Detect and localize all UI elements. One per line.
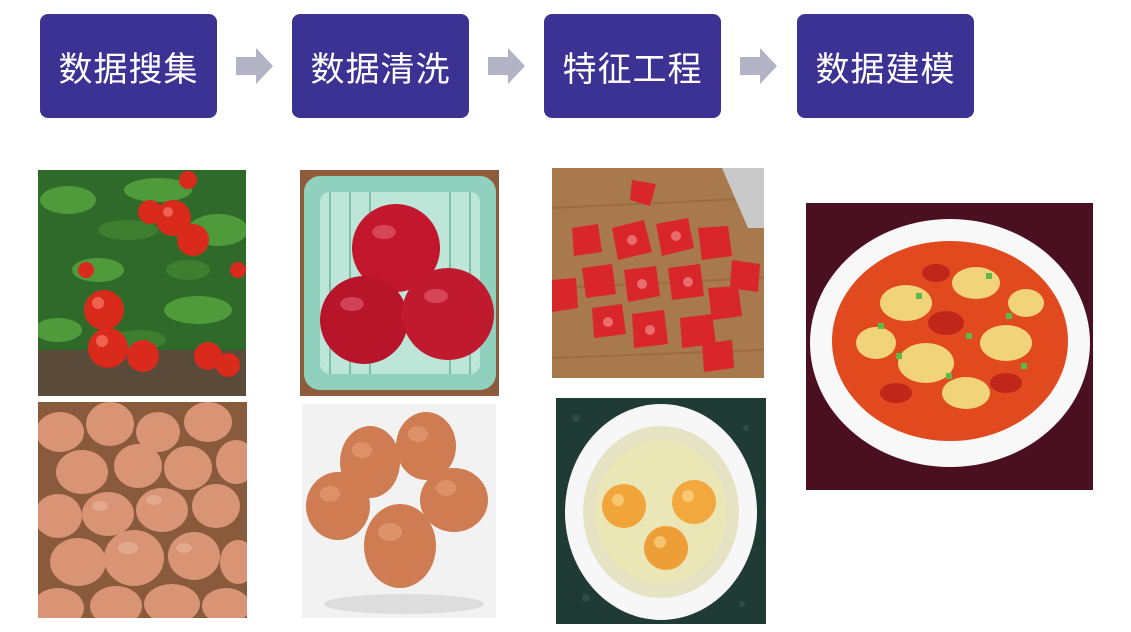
step-data-modeling: 数据建模	[797, 14, 974, 118]
chopped-tomatoes-image	[552, 168, 764, 378]
right-arrow-icon	[236, 48, 273, 84]
step-label: 数据清洗	[310, 49, 451, 90]
five-eggs-image	[302, 404, 496, 618]
step-feature-engineering: 特征工程	[544, 14, 721, 118]
pile-of-eggs-image	[38, 402, 247, 618]
step-data-cleaning: 数据清洗	[292, 14, 469, 118]
step-label: 特征工程	[562, 49, 703, 90]
tomato-egg-stir-fry-image	[806, 203, 1093, 490]
right-arrow-icon	[488, 48, 525, 84]
tomatoes-in-basket-image	[300, 170, 499, 396]
cracked-eggs-in-bowl-image	[556, 398, 766, 624]
step-label: 数据建模	[815, 49, 956, 90]
step-label: 数据搜集	[58, 49, 199, 90]
right-arrow-icon	[740, 48, 777, 84]
step-data-collection: 数据搜集	[40, 14, 217, 118]
tomatoes-on-vine-image	[38, 170, 246, 396]
